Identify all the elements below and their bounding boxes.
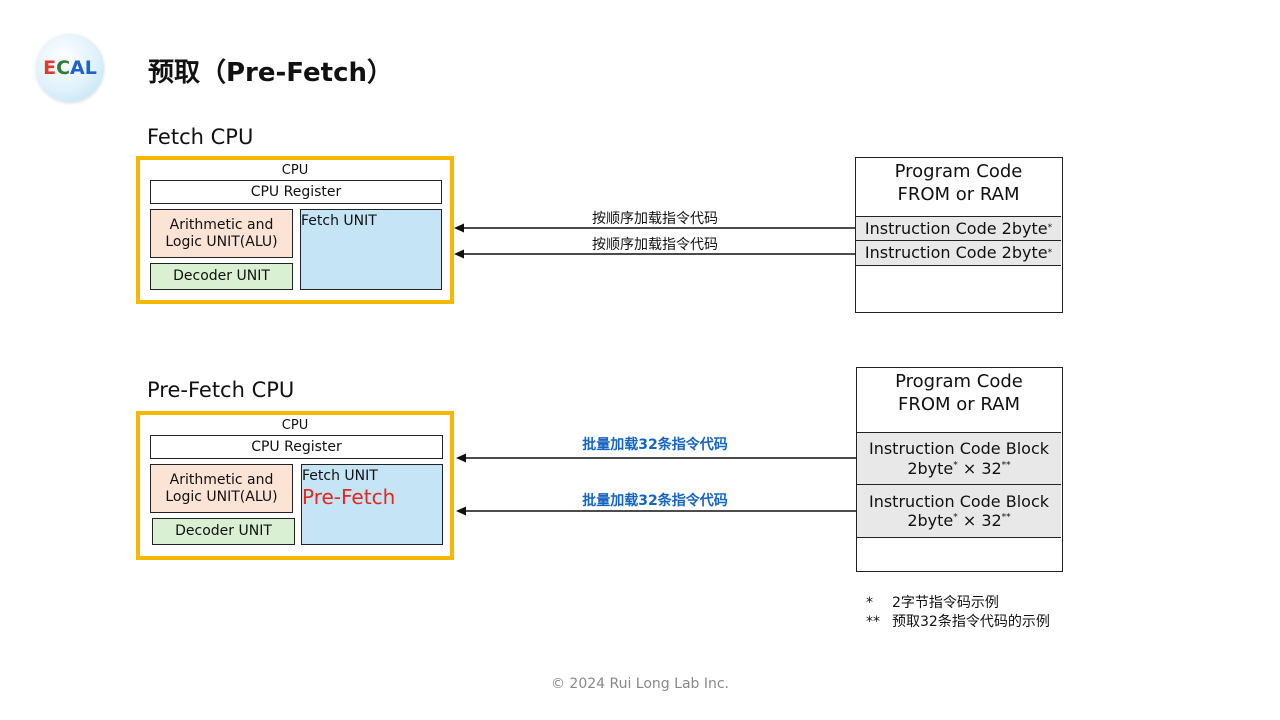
fetch-arrow-label-2: 按顺序加载指令代码 (592, 237, 718, 253)
footnote-text: 预取32条指令代码的示例 (892, 613, 1050, 630)
footnote-marker: * (953, 460, 958, 471)
memory-title-line2: FROM or RAM (897, 393, 1021, 415)
instruction-row: Instruction Code 2byte* (856, 241, 1061, 266)
instruction-row-text: Instruction Code 2byte (864, 218, 1048, 238)
block-size: 2byte (907, 458, 954, 478)
prefetch-cpu-heading: Pre-Fetch CPU (147, 378, 295, 402)
instruction-block: Instruction Code Block 2byte* × 32** (857, 432, 1061, 485)
fetch-arrowhead-1 (454, 223, 464, 233)
alu-unit: Arithmetic and Logic UNIT(ALU) (150, 209, 293, 258)
fetch-unit: Fetch UNIT (300, 209, 442, 290)
page-title: 预取（Pre-Fetch） (148, 58, 393, 88)
footnote-marker: * (1047, 223, 1053, 234)
prefetch-arrow-label-2: 批量加载32条指令代码 (582, 493, 728, 509)
block-count: × 32 (957, 511, 1002, 530)
footnote-marker: ** (866, 613, 880, 630)
memory-title-line1: Program Code (894, 161, 1023, 182)
logo-letter-a: A (70, 57, 85, 79)
block-size: 2byte (907, 511, 954, 530)
logo-letter-e: E (43, 57, 57, 79)
decoder-unit: Decoder UNIT (150, 263, 293, 290)
block-count: × 32 (957, 458, 1002, 478)
prefetch-arrowhead-2 (456, 506, 466, 516)
footnote-marker: ** (1001, 512, 1011, 523)
logo-letter-c: C (56, 57, 71, 79)
instruction-block-line1: Instruction Code Block (868, 491, 1050, 511)
memory-title-line2: FROM or RAM (897, 183, 1020, 205)
prefetch-cpu-block: CPU CPU Register Arithmetic and Logic UN… (136, 411, 454, 560)
fetch-arrowhead-2 (454, 249, 464, 259)
fetch-program-memory: Program Code FROM or RAM Instruction Cod… (855, 157, 1063, 313)
prefetch-arrowhead-1 (456, 453, 466, 463)
cpu-register: CPU Register (150, 435, 443, 459)
decoder-unit: Decoder UNIT (152, 518, 295, 545)
footnotes: * 2字节指令码示例 ** 预取32条指令代码的示例 (866, 594, 1050, 632)
instruction-row: Instruction Code 2byte* (856, 216, 1061, 241)
memory-title: Program Code FROM or RAM (856, 161, 1061, 206)
cpu-register: CPU Register (150, 180, 442, 204)
prefetch-program-memory: Program Code FROM or RAM Instruction Cod… (856, 367, 1063, 572)
instruction-block-line2: 2byte* × 32** (907, 459, 1010, 478)
footnote-text: 2字节指令码示例 (892, 595, 999, 611)
fetch-cpu-heading: Fetch CPU (147, 125, 254, 149)
instruction-block: Instruction Code Block 2byte* × 32** (857, 485, 1061, 538)
fetch-arrow-label-1: 按顺序加载指令代码 (592, 211, 718, 227)
alu-unit: Arithmetic and Logic UNIT(ALU) (150, 464, 293, 513)
instruction-block-line2: 2byte* × 32** (907, 511, 1010, 530)
memory-title: Program Code FROM or RAM (857, 371, 1061, 416)
prefetch-label: Pre-Fetch (302, 485, 396, 510)
fetch-unit-label: Fetch UNIT (301, 213, 377, 229)
ecal-logo: ECAL (36, 34, 104, 102)
footnote-1: * 2字节指令码示例 (866, 594, 1050, 613)
prefetch-arrow-label-1: 批量加载32条指令代码 (582, 437, 728, 453)
footnote-marker: * (953, 512, 958, 523)
logo-text: ECAL (43, 57, 97, 79)
instruction-block-line1: Instruction Code Block (868, 439, 1050, 459)
copyright-footer: © 2024 Rui Long Lab Inc. (550, 676, 730, 692)
instruction-row-text: Instruction Code 2byte (864, 243, 1048, 263)
fetch-unit-label: Fetch UNIT (302, 468, 378, 484)
footnote-marker: * (1047, 247, 1053, 258)
footnote-2: ** 预取32条指令代码的示例 (866, 613, 1050, 632)
memory-title-line1: Program Code (895, 371, 1023, 392)
footnote-marker: * (866, 595, 873, 611)
cpu-label: CPU (281, 163, 309, 178)
logo-letter-l: L (84, 57, 97, 79)
prefetch-fetch-unit: Fetch UNIT Pre-Fetch (301, 464, 443, 545)
footnote-marker: ** (1001, 460, 1011, 471)
cpu-label: CPU (281, 418, 309, 433)
fetch-cpu-block: CPU CPU Register Arithmetic and Logic UN… (136, 156, 454, 304)
